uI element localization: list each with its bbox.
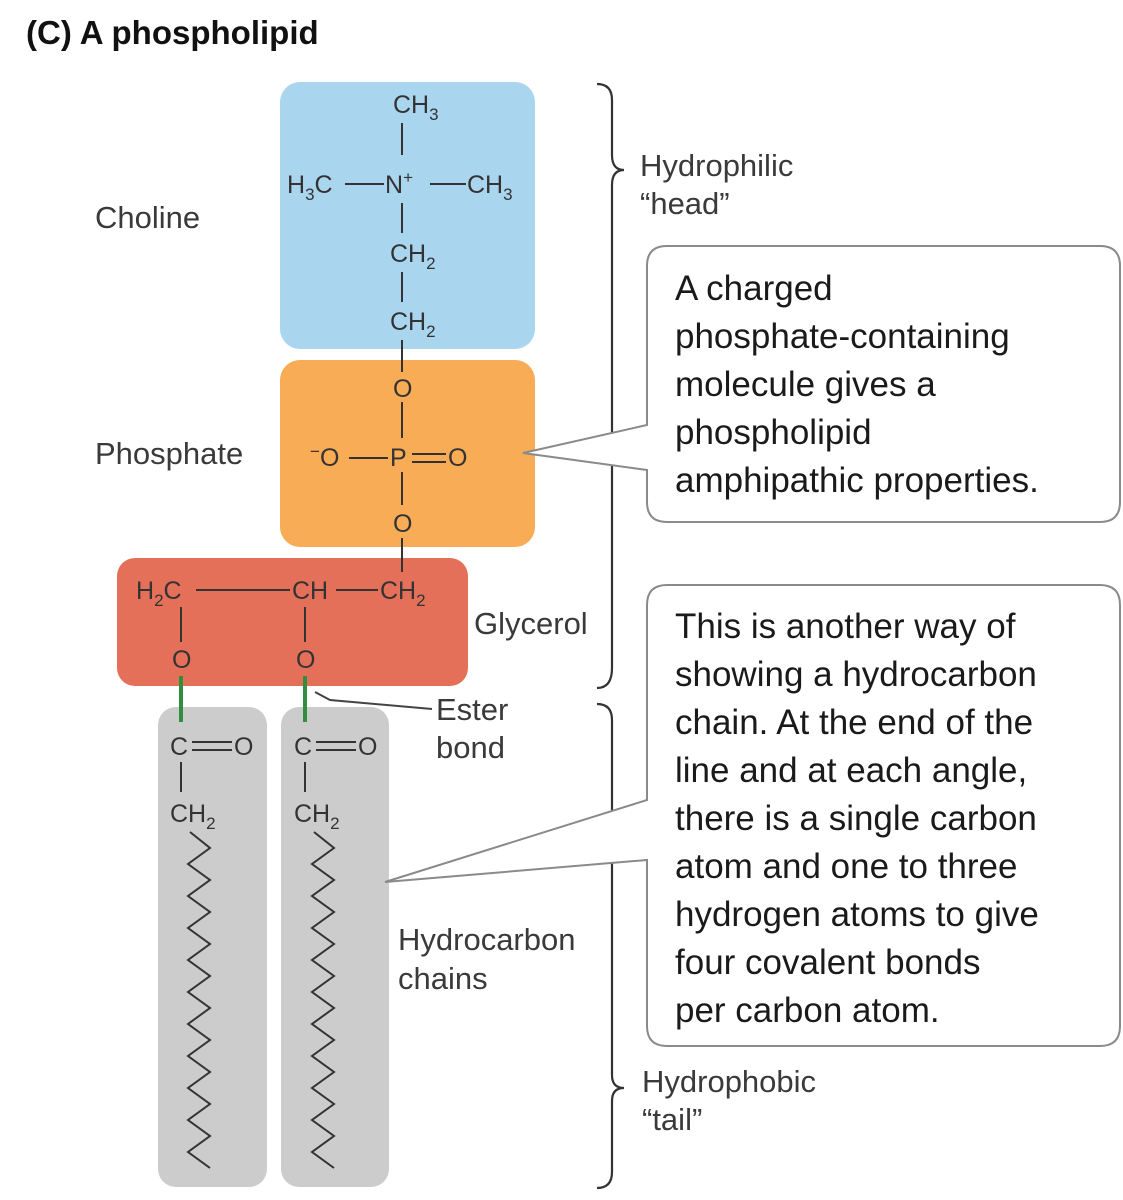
chain-box-left	[158, 707, 267, 1187]
callout-phosphate-line1: A charged	[675, 269, 833, 308]
callout-chain-line5: there is a single carbon	[675, 799, 1037, 838]
tail-brace	[596, 702, 625, 1190]
label-phosphate: Phosphate	[95, 436, 243, 471]
zigzag-chain-right	[310, 831, 336, 1169]
zigzag-chain-left	[186, 831, 212, 1169]
o-right: O	[296, 646, 315, 674]
callout-chain-line3: chain. At the end of the	[675, 703, 1033, 742]
ch2-lower: CH2	[390, 308, 436, 341]
c-right: C	[294, 733, 312, 761]
chain-right-structure: C O CH2	[294, 733, 377, 1169]
ch2-upper: CH2	[390, 240, 436, 273]
callout-chain-line4: line and at each angle,	[675, 751, 1027, 790]
label-tail: “tail”	[642, 1102, 702, 1137]
ch2-chain-right: CH2	[294, 800, 340, 833]
figure-title: (C) A phospholipid	[26, 14, 319, 51]
o-minus: −O	[310, 442, 339, 472]
ch3-right: CH3	[467, 171, 513, 204]
chain-box-right	[281, 707, 389, 1187]
ch2-chain-left: CH2	[170, 800, 216, 833]
glycerol-structure: H2C CH CH2 O O	[136, 577, 426, 674]
label-glycerol: Glycerol	[474, 606, 588, 641]
label-ester-bond-line2: bond	[436, 730, 505, 765]
callout-phosphate-line5: amphipathic properties.	[675, 461, 1039, 500]
ch2-glycerol: CH2	[380, 577, 426, 610]
choline-box	[280, 82, 535, 349]
h2c-group: H2C	[136, 577, 182, 610]
phosphate-structure: O −O P O O	[310, 375, 467, 572]
c-left: C	[170, 733, 188, 761]
o-lower: O	[393, 510, 412, 538]
ch-group: CH	[292, 577, 328, 605]
ch3-top: CH3	[393, 91, 439, 124]
h3c-group: H3C	[287, 171, 333, 204]
callout-phosphate-box	[522, 245, 1121, 523]
callout-phosphate-text: A charged phosphate-containing molecule …	[675, 269, 1039, 500]
label-hydrophobic: Hydrophobic	[642, 1064, 816, 1099]
label-hydrocarbon-line1: Hydrocarbon	[398, 922, 575, 957]
choline-structure: CH3 H3C N+ CH3 CH2 CH2	[287, 91, 513, 372]
o-upper: O	[393, 375, 412, 403]
callout-phosphate-line4: phospholipid	[675, 413, 872, 452]
o-left: O	[172, 646, 191, 674]
label-choline: Choline	[95, 200, 200, 235]
o-double: O	[448, 444, 467, 472]
chain-left-structure: C O CH2	[170, 733, 253, 1169]
callout-chain-line6: atom and one to three	[675, 847, 1017, 886]
callout-chain-line2: showing a hydrocarbon	[675, 655, 1037, 694]
callout-phosphate-line2: phosphate-containing	[675, 317, 1010, 356]
label-ester-bond-line1: Ester	[436, 692, 508, 727]
p-atom: P	[390, 444, 407, 472]
label-head: “head”	[640, 186, 730, 221]
ester-bond-leader	[314, 691, 433, 710]
callout-phosphate-line3: molecule gives a	[675, 365, 936, 404]
head-brace	[596, 82, 625, 690]
o-carbonyl-left: O	[234, 733, 253, 761]
callout-chain-line1: This is another way of	[675, 607, 1016, 646]
callout-chain-text: This is another way of showing a hydroca…	[675, 607, 1039, 1030]
o-carbonyl-right: O	[358, 733, 377, 761]
label-hydrocarbon-line2: chains	[398, 961, 488, 996]
label-hydrophilic: Hydrophilic	[640, 148, 793, 183]
n-plus: N+	[385, 168, 413, 199]
phosphate-box	[280, 360, 535, 547]
callout-chain-line7: hydrogen atoms to give	[675, 895, 1039, 934]
callout-chain-line9: per carbon atom.	[675, 991, 940, 1030]
callout-chain-line8: four covalent bonds	[675, 943, 980, 982]
callout-chain-box	[384, 584, 1121, 1047]
